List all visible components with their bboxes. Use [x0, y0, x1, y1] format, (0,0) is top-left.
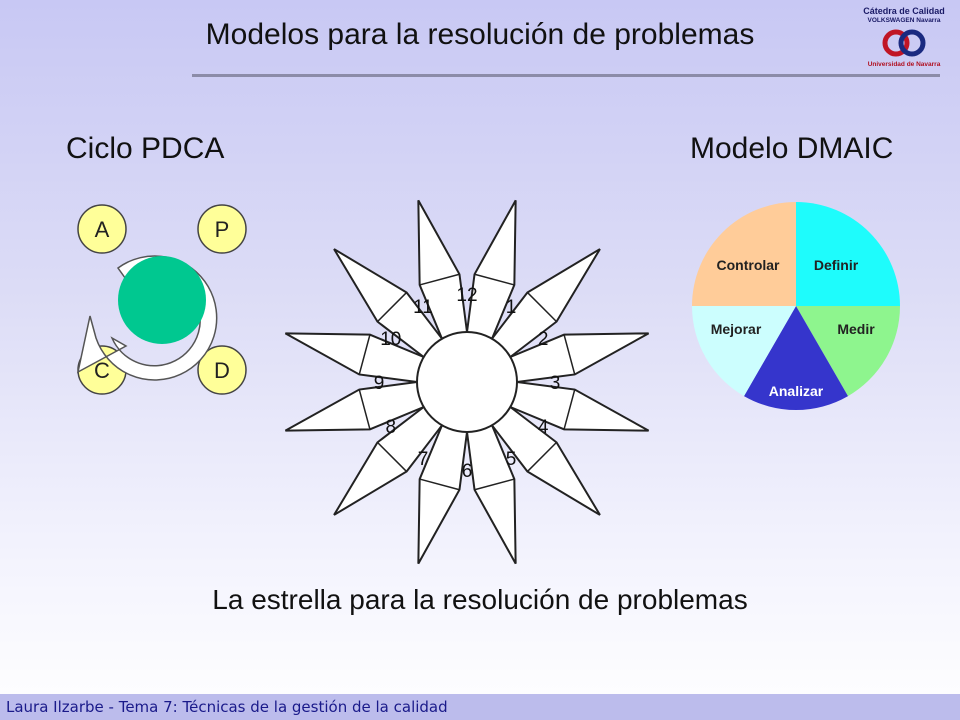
star-number: 6: [462, 461, 473, 482]
star-number: 11: [413, 297, 433, 318]
star-spoke-divider: [563, 334, 576, 375]
dmaic-slice-definir: [796, 202, 900, 306]
pdca-circle-p: [197, 204, 247, 254]
star-spoke-divider: [526, 291, 558, 323]
logo-emblem: [882, 29, 926, 57]
pdca-label-p: P: [215, 217, 230, 242]
dmaic-slice-medir: [796, 306, 900, 397]
dmaic-label-medir: Medir: [837, 321, 875, 337]
star-spoke: [417, 424, 468, 565]
star-spoke: [284, 332, 425, 383]
pdca-label-d: D: [214, 358, 230, 383]
dmaic-label-mejorar: Mejorar: [711, 321, 762, 337]
page-title: Modelos para la resolución de problemas: [205, 18, 755, 51]
dmaic-heading: Modelo DMAIC: [690, 132, 894, 165]
star-number: 4: [538, 417, 549, 438]
star-spoke: [284, 381, 425, 432]
footer-text: Laura Ilzarbe - Tema 7: Técnicas de la g…: [6, 698, 448, 716]
star-spoke-divider: [358, 389, 371, 430]
pdca-label-c: C: [94, 358, 110, 383]
star-spoke: [491, 248, 601, 358]
star-hub: [416, 331, 518, 433]
star-spoke-divider: [563, 389, 576, 430]
star-shape: [284, 199, 650, 565]
dmaic-slice-mejorar: [692, 306, 796, 397]
star-spoke-divider: [376, 441, 408, 473]
star-number: 7: [418, 449, 429, 470]
dmaic-label-controlar: Controlar: [717, 257, 781, 273]
dmaic-label-analizar: Analizar: [769, 383, 824, 399]
logo-line-3: Universidad de Navarra: [867, 61, 941, 68]
star-number: 3: [550, 373, 561, 394]
dmaic-slice-analizar: [744, 306, 848, 411]
star-number: 8: [386, 417, 397, 438]
pdca-center: [118, 256, 206, 344]
star-spoke: [466, 424, 517, 565]
star-spoke: [417, 199, 468, 340]
star-spoke-divider: [474, 478, 515, 491]
pdca-label-a: A: [95, 217, 110, 242]
footer-bar: Laura Ilzarbe - Tema 7: Técnicas de la g…: [0, 694, 960, 720]
star-number: 2: [538, 329, 549, 350]
star-spoke-divider: [419, 478, 460, 491]
star-number: 12: [456, 285, 477, 306]
star-spoke-divider: [474, 273, 515, 286]
star-spoke: [509, 332, 650, 383]
logo-line-2: VOLKSWAGEN Navarra: [867, 17, 941, 24]
dmaic-slice-controlar: [692, 202, 796, 306]
pdca-circle-d: [197, 345, 247, 395]
star-caption: La estrella para la resolución de proble…: [212, 584, 748, 615]
star-spoke: [491, 406, 601, 516]
pdca-circle-a: [77, 204, 127, 254]
university-logo: Cátedra de Calidad VOLKSWAGEN Navarra Un…: [852, 4, 956, 74]
star-spoke-divider: [376, 291, 408, 323]
pdca-heading: Ciclo PDCA: [66, 132, 225, 165]
star-spoke: [466, 199, 517, 340]
star-spoke-divider: [419, 273, 460, 286]
dmaic-label-definir: Definir: [814, 257, 859, 273]
star-number: 10: [380, 329, 401, 350]
pdca-center-notch: [120, 290, 152, 312]
star-spoke: [333, 248, 443, 358]
star-spoke-divider: [526, 441, 558, 473]
logo-line-1: Cátedra de Calidad: [863, 6, 945, 16]
star-spoke: [509, 381, 650, 432]
star-number: 1: [506, 297, 517, 318]
star-spoke: [333, 406, 443, 516]
star-number: 5: [506, 449, 517, 470]
star-number: 9: [374, 373, 385, 394]
star-numbers: 12 12 3 45 6 78 9 10 11: [374, 285, 561, 482]
star-spoke-divider: [358, 334, 371, 375]
title-divider: [192, 74, 940, 77]
